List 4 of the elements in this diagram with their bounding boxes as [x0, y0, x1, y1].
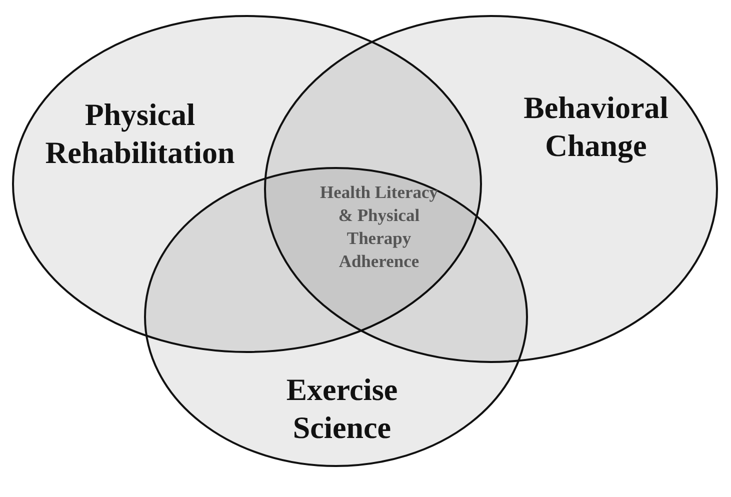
intersection-label: Health Literacy & Physical Therapy Adherence: [318, 181, 440, 273]
set-label: Exercise Science: [285, 371, 399, 447]
set-label: Behavioral Change: [522, 89, 670, 165]
set-label: Physical Rehabilitation: [44, 96, 236, 172]
